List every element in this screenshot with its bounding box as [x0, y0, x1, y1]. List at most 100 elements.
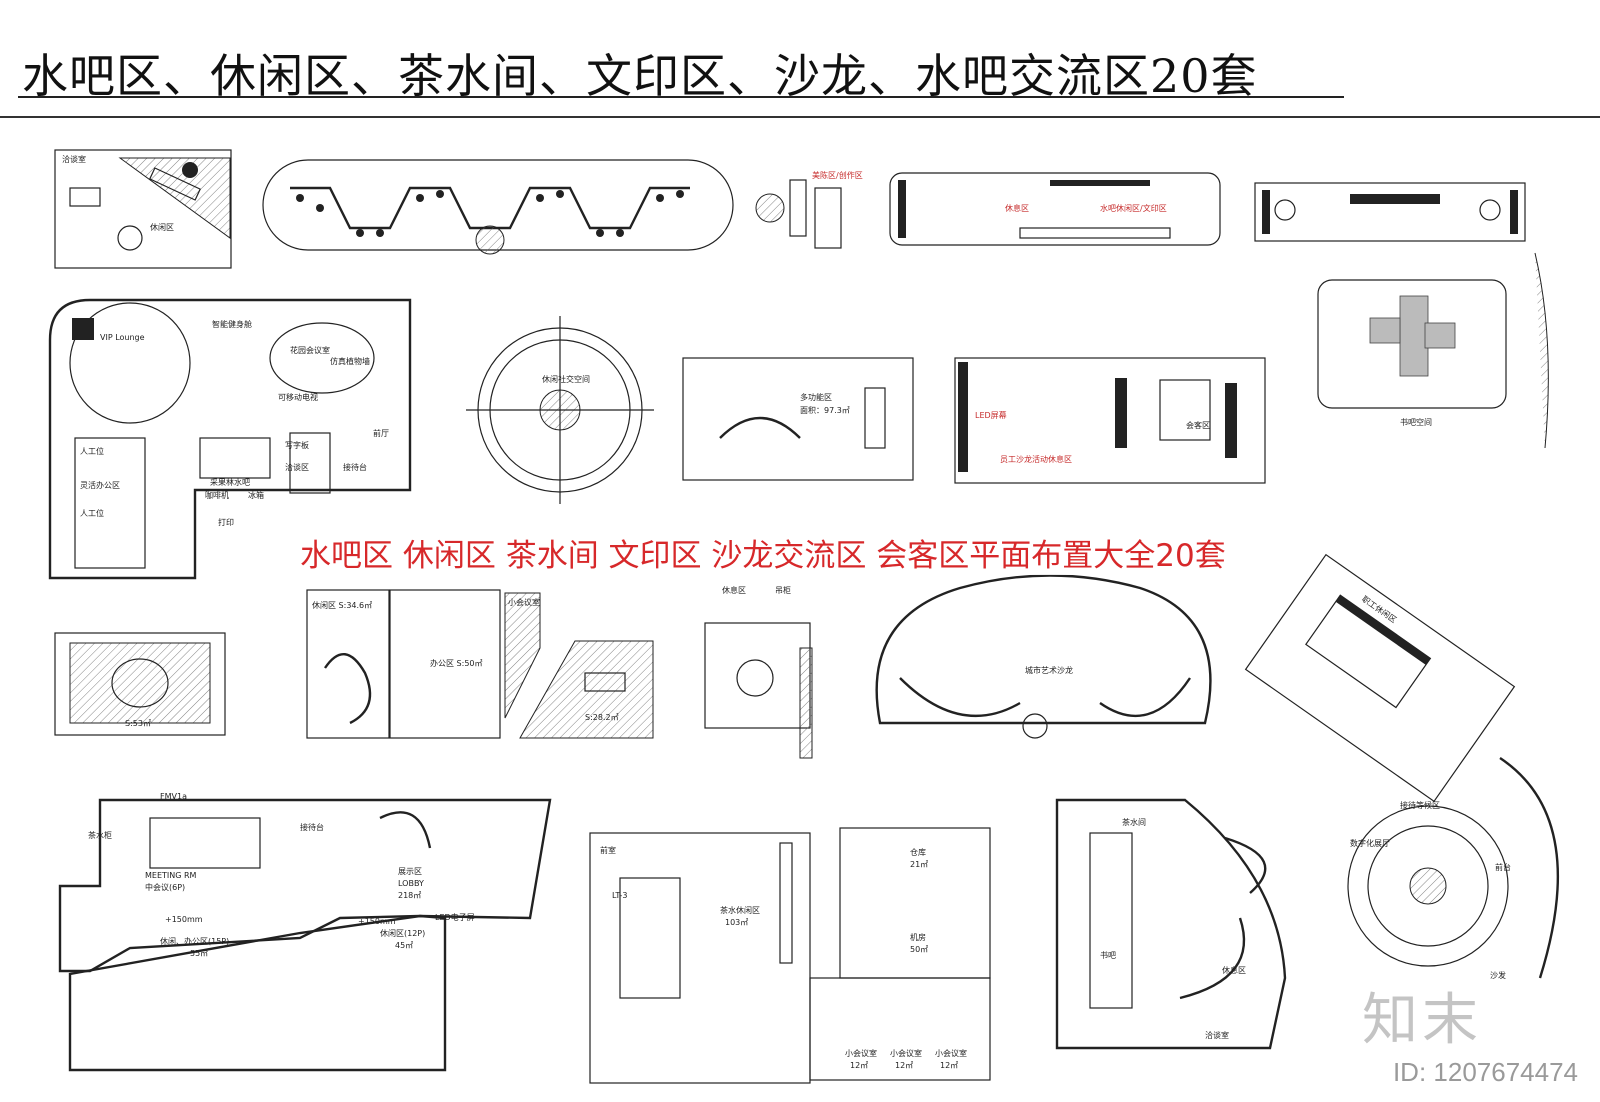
plan-6-l-shaped-office: VIP Lounge 智能健身舱 花园会议室 仿真植物墙 可移动电视 人工位 灵… — [48, 298, 412, 580]
plan-17-label-meeting: MEETING RM — [145, 871, 197, 880]
plan-6-label-linghuo: 灵活办公区 — [80, 480, 120, 490]
plan-11-lounge-office: 休闲区 S:34.6㎡ 办公区 S:50㎡ 小会议室 — [306, 589, 541, 739]
watermark-logo: 知末 — [1362, 988, 1482, 1053]
plan-6-label-huayuan: 花园会议室 — [290, 345, 330, 355]
plan-3-exhibit-area: 美陈区/创作区 — [755, 170, 863, 249]
plan-17-meeting-lobby: MEETING RM 中会议(6P) 接待台 展示区 LOBBY 218㎡ +1… — [58, 792, 552, 1072]
plan-11-label-xiuxian34: 休闲区 S:34.6㎡ — [312, 600, 372, 610]
plan-17-label-plus150b: +150mm — [358, 917, 396, 926]
plan-19-label-qiatanshi: 洽谈室 — [1205, 1030, 1229, 1040]
plan-18-label-area12b: 12㎡ — [895, 1061, 913, 1070]
plan-6-label-zhineng: 智能健身舱 — [212, 319, 252, 329]
red-subtitle: 水吧区 休闲区 茶水间 文印区 沙龙交流区 会客区平面布置大全20套 — [296, 530, 1230, 575]
plan-8-label-duogongneng: 多功能区 — [800, 392, 832, 402]
plan-18-label-xiaohui2: 小会议室 — [890, 1048, 922, 1058]
plan-20-label-shafa: 沙发 — [1490, 970, 1506, 980]
plan-8-label-area97: 面积：97.3㎡ — [800, 405, 850, 415]
plan-17-label-area55: 55㎡ — [190, 949, 208, 958]
plan-1-label-xiuxian: 休闲区 — [150, 222, 174, 232]
plan-18-label-area103: 103㎡ — [725, 918, 748, 927]
plan-17-label-zhonghui: 中会议(6P) — [145, 882, 185, 892]
plan-6-label-qiantin: 前厅 — [373, 428, 389, 438]
plan-9-salon-reception: LED屏幕 员工沙龙活动休息区 会客区 — [954, 357, 1266, 484]
plan-17-label-jiedaitai: 接待台 — [300, 822, 324, 832]
title-underline — [18, 96, 1344, 98]
plan-3-label-meichen: 美陈区/创作区 — [812, 170, 863, 180]
plan-20-label-jiedai-deng: 接待等候区 — [1400, 800, 1440, 810]
floor-plan-collage: 洽谈室 休闲区 美陈区/创作区 休息区 水吧休闲区/文印区 — [48, 149, 1560, 1084]
plan-19-label-shuba: 书吧 — [1100, 950, 1116, 960]
plan-14-rest-cabinet: 休息区 吊柜 — [704, 585, 813, 759]
watermark-id: ID: 1207674474 — [1392, 1057, 1578, 1087]
plan-6-label-dayin: 打印 — [218, 517, 234, 527]
plan-17-label-ledscreen: LED电子屏 — [435, 912, 475, 922]
plan-6-label-vip: VIP Lounge — [100, 333, 145, 342]
plan-18-label-qiantai: 前室 — [600, 845, 616, 855]
plan-15-label-chengshi: 城市艺术沙龙 — [1025, 665, 1073, 675]
plan-15-city-art-salon: 城市艺术沙龙 — [875, 574, 1212, 739]
plan-18-label-area21: 21㎡ — [910, 860, 928, 869]
plan-2-winding-bar — [262, 159, 734, 255]
plan-6-label-kafei: 咖啡机 — [205, 490, 229, 500]
plan-18-label-xiaohui1: 小会议室 — [845, 1048, 877, 1058]
plan-7-round-social-space: 休闲社交空间 — [466, 316, 654, 504]
plan-12-meeting-53: S:53㎡ — [54, 632, 226, 736]
plan-6-label-renggong2: 人工位 — [80, 508, 104, 518]
plan-19-tea-book-bar: 茶水间 书吧 休息区 洽谈室 — [1055, 798, 1287, 1050]
plan-18-label-lt3: LT-3 — [612, 891, 627, 900]
plan-19-label-xiuxiqu2: 休息区 — [1222, 965, 1246, 975]
plan-16-staff-lounge: 职工休闲区 — [1244, 553, 1516, 803]
plan-10-label-shuba: 书吧空间 — [1400, 417, 1432, 427]
plan-18-label-xiaohui3: 小会议室 — [935, 1048, 967, 1058]
plan-17-label-area45: 45㎡ — [395, 941, 413, 950]
plan-17-label-xiuxian-bangong: 休闲、办公区(15P) — [160, 936, 229, 946]
plan-6-label-caiguolin: 采果林水吧 — [210, 477, 250, 487]
plan-17-label-fmv: FMV1a — [160, 792, 187, 801]
plan-1-label-qiatan: 洽谈室 — [62, 154, 86, 164]
plan-18-label-cangku: 仓库 — [910, 847, 926, 857]
plan-17-label-lobby: LOBBY — [398, 879, 424, 888]
plan-11-label-xiaohui: 小会议室 — [508, 597, 540, 607]
plan-20-label-shuzi: 数字化展厅 — [1350, 838, 1390, 848]
plan-6-label-kemodong: 可移动电视 — [278, 392, 318, 402]
plan-4-rest-bar: 休息区 水吧休闲区/文印区 — [889, 172, 1221, 246]
plan-18-label-jifang: 机房 — [910, 932, 926, 942]
plan-14-label-diaogui: 吊柜 — [775, 585, 791, 595]
plan-10-book-bar: 书吧空间 — [1317, 252, 1549, 449]
plan-20-circular-reception: 接待等候区 前台 数字化展厅 沙发 — [1347, 757, 1560, 980]
plan-17-label-area218: 218㎡ — [398, 891, 421, 900]
plan-17-label-zhanshi: 展示区 — [398, 867, 422, 876]
plan-9-label-huike: 会客区 — [1186, 420, 1210, 430]
plan-18-label-chashui-xiuxian: 茶水休闲区 — [720, 905, 760, 915]
plan-9-label-led: LED屏幕 — [975, 410, 1007, 420]
plan-19-label-chashuijian: 茶水间 — [1122, 817, 1146, 827]
plan-18-label-area12a: 12㎡ — [850, 1061, 868, 1070]
frame-top-line — [0, 116, 1600, 118]
plan-7-label-xiuxian-shejiao: 休闲社交空间 — [542, 374, 590, 384]
plan-6-label-xiezi: 写字板 — [285, 440, 309, 450]
plan-5-top-right-strip — [1254, 182, 1526, 242]
plan-1-negotiation-lounge: 洽谈室 休闲区 — [54, 149, 232, 269]
plan-4-label-shuiba: 水吧休闲区/文印区 — [1100, 203, 1167, 213]
plan-20-label-qiantai2: 前台 — [1495, 862, 1511, 872]
plan-13-diamond-28: S:28.2㎡ — [519, 640, 654, 739]
plan-17-label-chashui: 茶水柜 — [88, 830, 112, 840]
plan-18-label-area50: 50㎡ — [910, 945, 928, 954]
plan-17-label-plus150a: +150mm — [165, 915, 203, 924]
plan-9-label-yuangong: 员工沙龙活动休息区 — [1000, 454, 1072, 464]
plan-18-tea-lounge: 前室 LT-3 茶水休闲区 103㎡ 仓库 21㎡ 机房 50㎡ 小会议室 小会… — [589, 827, 991, 1084]
plan-13-label-s28: S:28.2㎡ — [585, 713, 619, 722]
plan-6-label-fangzhen: 仿真植物墙 — [330, 356, 370, 366]
plan-6-label-bingxiang: 冰箱 — [248, 490, 264, 500]
plan-17-label-xiuxian12: 休闲区(12P) — [380, 928, 425, 938]
plan-6-label-jiedai: 接待台 — [343, 462, 367, 472]
plan-12-label-s53: S:53㎡ — [125, 719, 151, 728]
plan-6-label-qiatan2: 洽谈区 — [285, 462, 309, 472]
plan-18-label-area12c: 12㎡ — [940, 1061, 958, 1070]
plan-11-label-bangong: 办公区 S:50㎡ — [430, 658, 483, 668]
plan-14-label-xiuxi: 休息区 — [722, 585, 746, 595]
plan-8-multifunction: 多功能区 面积：97.3㎡ — [682, 357, 914, 481]
page-title: 水吧区、休闲区、茶水间、文印区、沙龙、水吧交流区20套 — [22, 49, 1258, 103]
plan-4-label-xiuxi: 休息区 — [1005, 203, 1029, 213]
plan-6-label-renggong1: 人工位 — [80, 446, 104, 456]
